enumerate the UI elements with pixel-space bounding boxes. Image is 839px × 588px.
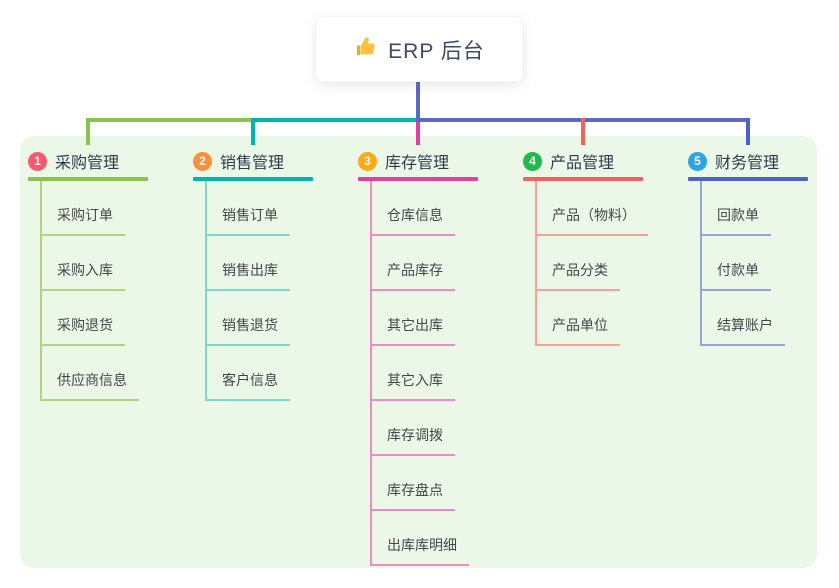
- branch-children: 仓库信息产品库存其它出库其它入库库存调拨库存盘点出库库明细: [358, 181, 508, 566]
- child-node-label: 回款单: [700, 205, 771, 236]
- child-node-label: 其它入库: [370, 370, 455, 401]
- child-node[interactable]: 销售订单: [205, 181, 343, 236]
- child-node-label: 付款单: [700, 260, 771, 291]
- child-node[interactable]: 客户信息: [205, 346, 343, 401]
- branch-underline: [688, 177, 808, 181]
- branch-underline: [193, 177, 313, 181]
- branch-title: 采购管理: [55, 155, 120, 172]
- branch-3: 3 库存管理仓库信息产品库存其它出库其它入库库存调拨库存盘点出库库明细: [358, 148, 508, 566]
- child-node[interactable]: 产品（物料）: [535, 181, 673, 236]
- child-node[interactable]: 采购入库: [40, 236, 178, 291]
- child-node-label: 销售出库: [205, 260, 290, 291]
- children-connector-line: [40, 181, 42, 401]
- child-node[interactable]: 产品分类: [535, 236, 673, 291]
- branches-background-panel: [20, 136, 817, 568]
- child-node[interactable]: 库存盘点: [370, 456, 508, 511]
- child-node[interactable]: 供应商信息: [40, 346, 178, 401]
- connector-left-teal: [255, 118, 416, 122]
- child-node-label: 采购退货: [40, 315, 125, 346]
- drop-line-branch-4: [581, 118, 585, 145]
- branch-number-badge: 4: [523, 151, 542, 171]
- child-node[interactable]: 回款单: [700, 181, 838, 236]
- child-node-label: 客户信息: [205, 370, 290, 401]
- branch-children: 销售订单销售出库销售退货客户信息: [193, 181, 343, 401]
- child-node-label: 产品库存: [370, 260, 455, 291]
- branch-underline: [28, 177, 148, 181]
- branch-title: 库存管理: [385, 155, 450, 172]
- branch-children: 产品（物料） 产品分类产品单位: [523, 181, 673, 346]
- child-node-label: 结算账户: [700, 315, 785, 346]
- child-node-label: 采购订单: [40, 205, 125, 236]
- child-node-label: 销售订单: [205, 205, 290, 236]
- child-node[interactable]: 销售出库: [205, 236, 343, 291]
- child-node-label: 仓库信息: [370, 205, 455, 236]
- child-node-label: 出库库明细: [370, 535, 469, 566]
- child-node-label: 销售退货: [205, 315, 290, 346]
- child-node[interactable]: 产品单位: [535, 291, 673, 346]
- branch-children: 采购订单采购入库采购退货供应商信息: [28, 181, 178, 401]
- child-node-label: 采购入库: [40, 260, 125, 291]
- branch-title: 财务管理: [715, 155, 780, 172]
- child-node[interactable]: 其它出库: [370, 291, 508, 346]
- root-stem-line: [416, 82, 420, 122]
- branch-5: 5 财务管理回款单付款单结算账户: [688, 148, 838, 346]
- child-node[interactable]: 付款单: [700, 236, 838, 291]
- child-node-label: 产品（物料）: [535, 205, 648, 236]
- child-node-label: 产品单位: [535, 315, 620, 346]
- branch-1: 1 采购管理采购订单采购入库采购退货供应商信息: [28, 148, 178, 401]
- thumbs-up-icon: [354, 35, 378, 65]
- child-node-label: 产品分类: [535, 260, 620, 291]
- child-node[interactable]: 采购退货: [40, 291, 178, 346]
- branch-node-label[interactable]: 5 财务管理: [688, 148, 838, 174]
- branch-children: 回款单付款单结算账户: [688, 181, 838, 346]
- root-node-erp-backend[interactable]: ERP 后台: [316, 17, 523, 82]
- child-node[interactable]: 销售退货: [205, 291, 343, 346]
- branch-node-label[interactable]: 3 库存管理: [358, 148, 508, 174]
- branch-title: 销售管理: [220, 155, 285, 172]
- children-connector-line: [370, 181, 372, 566]
- branch-number-badge: 1: [28, 151, 47, 171]
- child-node[interactable]: 其它入库: [370, 346, 508, 401]
- branch-underline: [523, 177, 643, 181]
- branch-4: 4 产品管理产品（物料） 产品分类产品单位: [523, 148, 673, 346]
- child-node[interactable]: 结算账户: [700, 291, 838, 346]
- child-node[interactable]: 出库库明细: [370, 511, 508, 566]
- connector-left-green: [86, 118, 255, 122]
- branch-title: 产品管理: [550, 155, 615, 172]
- branch-node-label[interactable]: 1 采购管理: [28, 148, 178, 174]
- drop-line-branch-1: [86, 118, 90, 145]
- child-node[interactable]: 库存调拨: [370, 401, 508, 456]
- branch-node-label[interactable]: 4 产品管理: [523, 148, 673, 174]
- child-node[interactable]: 产品库存: [370, 236, 508, 291]
- child-node[interactable]: 采购订单: [40, 181, 178, 236]
- child-node-label: 库存盘点: [370, 480, 455, 511]
- drop-line-branch-3: [416, 122, 420, 145]
- children-connector-line: [535, 181, 537, 346]
- branch-node-label[interactable]: 2 销售管理: [193, 148, 343, 174]
- branch-2: 2 销售管理销售订单销售出库销售退货客户信息: [193, 148, 343, 401]
- children-connector-line: [700, 181, 702, 346]
- branch-number-badge: 3: [358, 151, 377, 171]
- branch-underline: [358, 177, 478, 181]
- child-node-label: 其它出库: [370, 315, 455, 346]
- children-connector-line: [205, 181, 207, 401]
- branch-number-badge: 5: [688, 151, 707, 171]
- branch-number-badge: 2: [193, 151, 212, 171]
- drop-line-branch-5: [746, 118, 750, 145]
- child-node-label: 供应商信息: [40, 370, 139, 401]
- child-node[interactable]: 仓库信息: [370, 181, 508, 236]
- root-title: ERP 后台: [388, 39, 485, 63]
- child-node-label: 库存调拨: [370, 425, 455, 456]
- drop-line-branch-2: [251, 118, 255, 145]
